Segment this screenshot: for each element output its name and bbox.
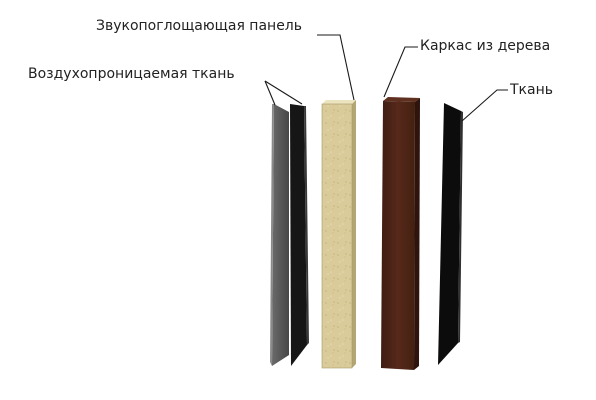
fabric-sheet xyxy=(438,103,463,365)
label-sound-absorbing-panel: Звукопоглощающая панель xyxy=(96,18,302,34)
label-wooden-frame: Каркас из дерева xyxy=(420,38,550,54)
air-permeable-fabric-gray-sheet xyxy=(270,104,289,366)
leader-sound-panel xyxy=(317,34,355,101)
air-permeable-fabric-black-sheet xyxy=(290,104,309,366)
sound-absorbing-panel xyxy=(321,100,356,369)
wooden-frame-beam xyxy=(381,97,420,370)
leader-air-fabric-2 xyxy=(264,80,303,105)
leader-wood-frame xyxy=(383,46,418,98)
label-air-permeable-fabric: Воздухопроницаемая ткань xyxy=(28,66,235,82)
leader-lines xyxy=(264,34,508,122)
leader-air-fabric-1 xyxy=(264,80,276,106)
leader-fabric xyxy=(461,89,508,122)
label-fabric: Ткань xyxy=(509,82,553,98)
